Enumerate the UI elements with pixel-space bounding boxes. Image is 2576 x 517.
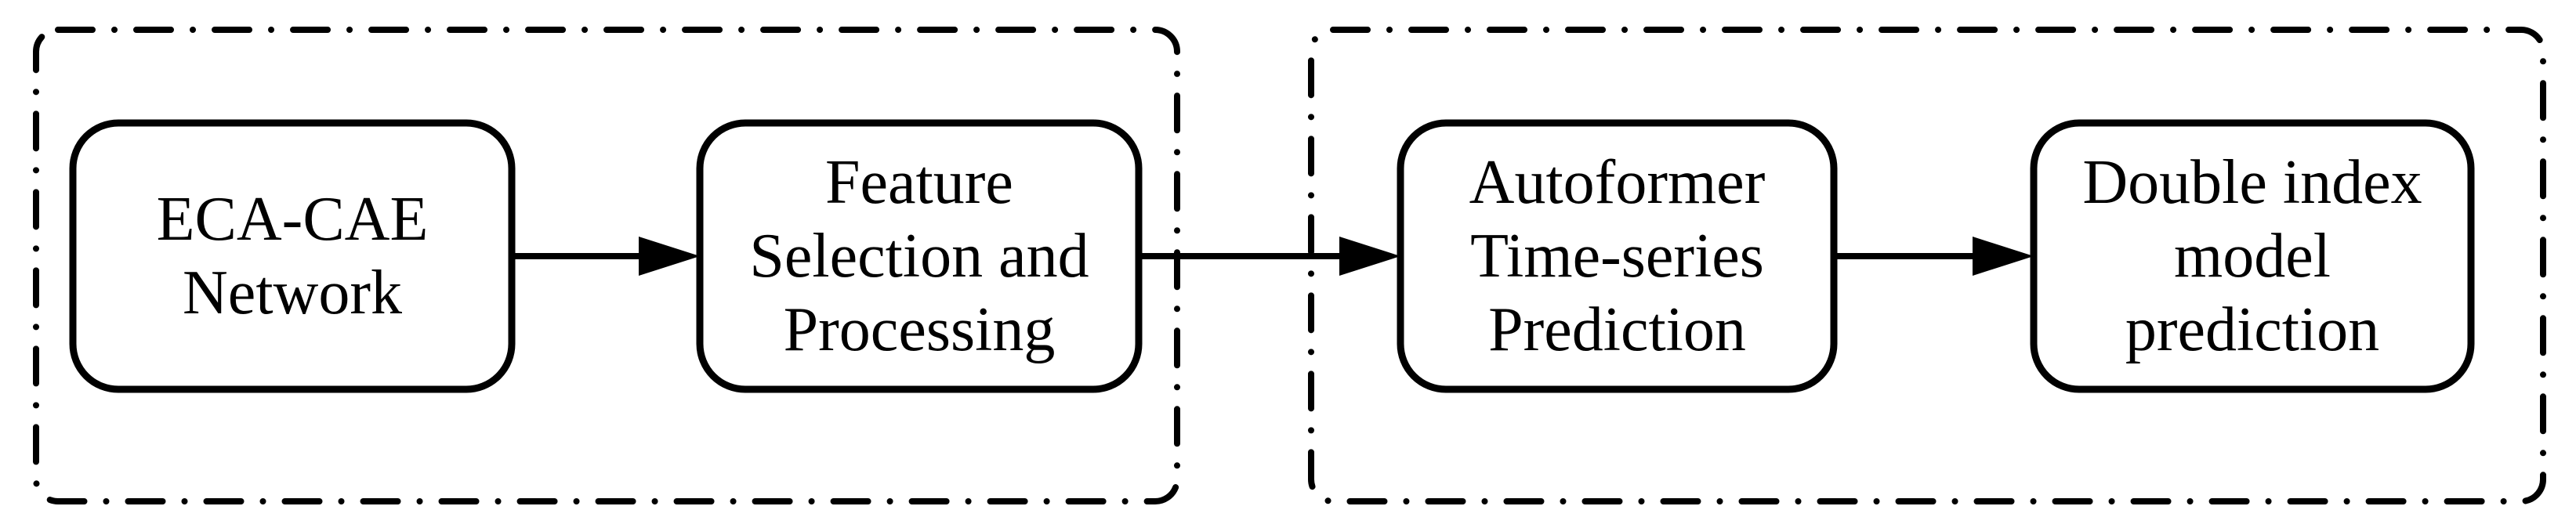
box-text-line: model (2174, 222, 2331, 291)
box-text-line: Feature (825, 148, 1013, 217)
box-text-line: Time-series (1470, 222, 1764, 291)
arrow-feature-to-autoformer (1139, 237, 1400, 276)
box-autoformer-time-series-prediction-label: Autoformer Time-series Prediction (1400, 123, 1834, 389)
box-text-line: Processing (783, 295, 1056, 364)
arrowhead-icon (1973, 237, 2034, 276)
box-text-line: Selection and (749, 222, 1089, 291)
box-double-index-model-prediction (2030, 119, 2475, 393)
box-feature-selection-and-processing (696, 119, 1143, 393)
box-text-line: Autoformer (1469, 148, 1766, 217)
box-text-line: prediction (2125, 295, 2380, 364)
box-text-line: Prediction (1488, 295, 1746, 364)
arrowhead-icon (1339, 237, 1400, 276)
box-autoformer-time-series-prediction (1397, 119, 1838, 393)
arrow-eca-to-feature (512, 237, 700, 276)
box-text-line: Network (183, 258, 402, 327)
stage-container-left-border (33, 27, 1180, 504)
box-feature-selection-and-processing-label: Feature Selection and Processing (700, 123, 1139, 389)
box-text-line: ECA-CAE (156, 185, 429, 254)
arrowhead-icon (639, 237, 700, 276)
box-text-line: Double index (2082, 148, 2422, 217)
box-eca-cae-network-label: ECA-CAE Network (73, 123, 512, 389)
box-eca-cae-network (69, 119, 516, 393)
box-double-index-model-prediction-label: Double index model prediction (2034, 123, 2471, 389)
arrow-autoformer-to-double-index (1834, 237, 2034, 276)
stage-container-right-border (1308, 27, 2546, 504)
